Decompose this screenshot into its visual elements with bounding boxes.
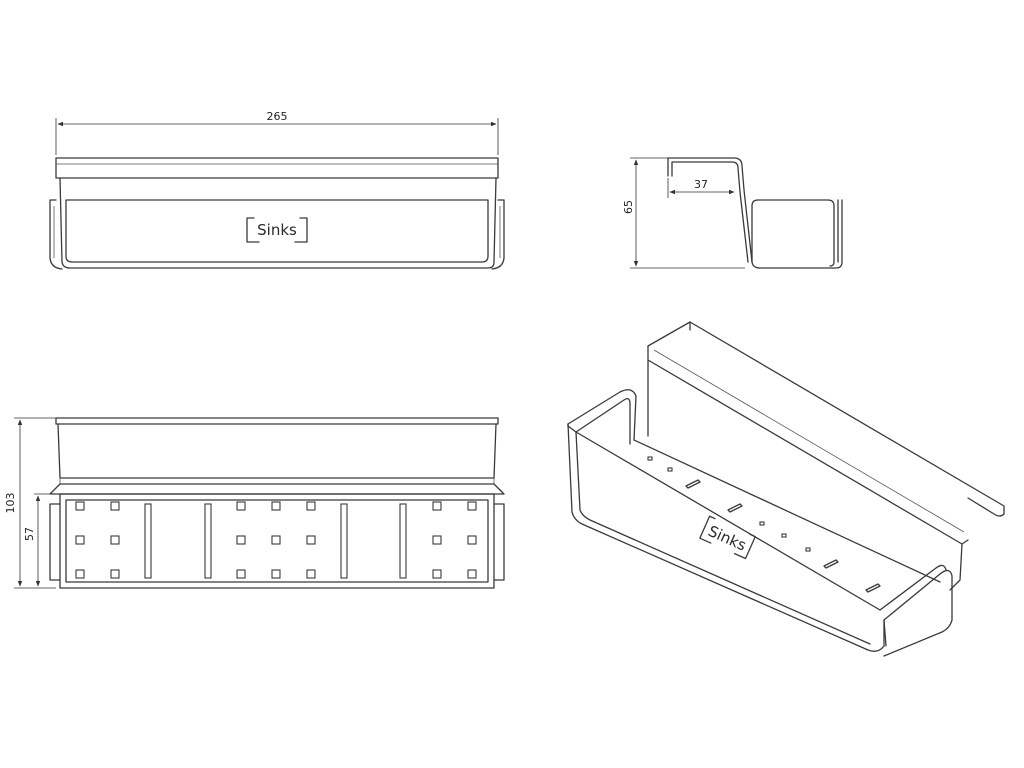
drainage-hole	[432, 535, 442, 545]
drainage-hole	[75, 569, 85, 579]
front-view: 265 Sinks	[49, 110, 505, 270]
iso-logo-text: Sinks	[705, 522, 749, 555]
drainage-hole	[467, 569, 477, 579]
drainage-slot	[340, 503, 348, 579]
drainage-hole	[75, 535, 85, 545]
iso-slots	[685, 479, 881, 593]
drainage-slot	[204, 503, 212, 579]
depth-dimension-label: 37	[694, 178, 708, 191]
panel-height-dimension: 57	[23, 493, 56, 587]
drainage-hole	[271, 501, 281, 511]
drainage-holes	[75, 501, 477, 579]
drainage-hole	[110, 569, 120, 579]
drainage-slot	[399, 503, 407, 579]
drainage-hole	[236, 535, 246, 545]
drainage-hole	[236, 501, 246, 511]
isometric-view: Sinks	[567, 321, 1005, 657]
sinks-logo: Sinks	[246, 217, 308, 243]
drainage-hole	[467, 501, 477, 511]
width-dimension-label: 265	[267, 110, 288, 123]
drainage-hole	[75, 501, 85, 511]
drainage-hole	[306, 535, 316, 545]
plan-view: 103 57	[4, 417, 505, 589]
drainage-hole	[271, 535, 281, 545]
drainage-slot	[144, 503, 152, 579]
iso-sinks-logo: Sinks	[699, 515, 756, 560]
height-dimension: 65	[622, 157, 745, 269]
iso-holes	[647, 456, 811, 552]
depth-dimension: 37	[667, 178, 735, 198]
logo-text: Sinks	[257, 221, 297, 239]
drainage-hole	[467, 535, 477, 545]
drainage-hole	[110, 535, 120, 545]
drainage-hole	[271, 569, 281, 579]
drainage-hole	[432, 501, 442, 511]
drainage-hole	[110, 501, 120, 511]
drainage-slots	[144, 503, 407, 579]
drainage-hole	[306, 569, 316, 579]
total-height-label: 103	[4, 493, 17, 514]
side-view: 65 37	[622, 157, 843, 269]
panel-height-label: 57	[23, 527, 36, 541]
width-dimension: 265	[55, 110, 499, 155]
drainage-hole	[236, 569, 246, 579]
drainage-hole	[432, 569, 442, 579]
height-dimension-label: 65	[622, 200, 635, 214]
total-height-dimension: 103	[4, 417, 56, 589]
drainage-hole	[306, 501, 316, 511]
